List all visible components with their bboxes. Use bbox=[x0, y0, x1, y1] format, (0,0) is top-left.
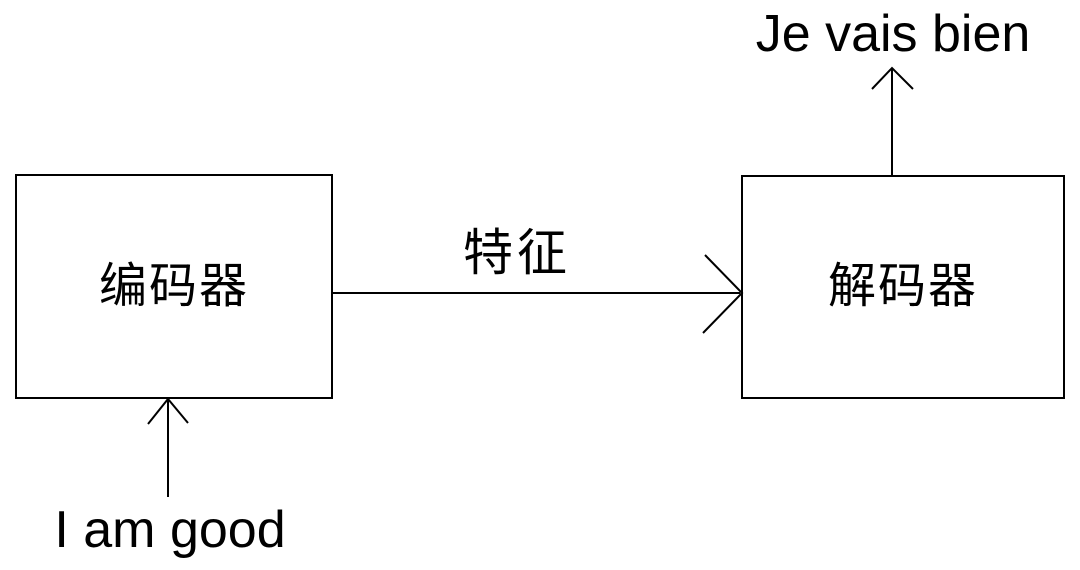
encoder-node: 编码器 bbox=[15, 174, 333, 399]
encoder-input-arrowhead-icon bbox=[147, 397, 189, 425]
decoder-node: 解码器 bbox=[741, 175, 1065, 399]
decoder-output-arrow-icon bbox=[871, 66, 914, 175]
decoder-label: 解码器 bbox=[827, 260, 978, 313]
encoder-label: 编码器 bbox=[98, 259, 249, 313]
feature-edge-label: 特征 bbox=[463, 225, 571, 281]
encoder-input-arrow-icon bbox=[147, 397, 189, 497]
feature-arrowhead-icon bbox=[702, 254, 744, 334]
input-text: I am good bbox=[54, 501, 286, 559]
decoder-output-arrowhead-icon bbox=[871, 66, 914, 90]
output-text: Je vais bien bbox=[755, 5, 1031, 63]
